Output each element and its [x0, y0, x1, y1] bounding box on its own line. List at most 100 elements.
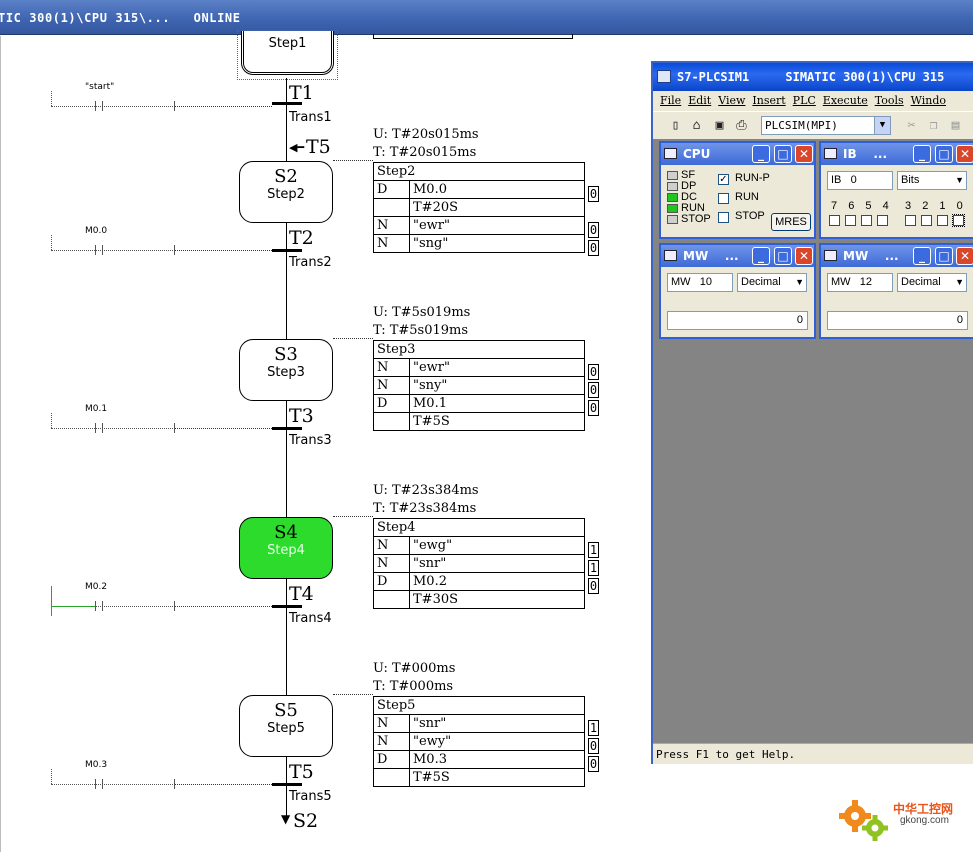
bit-label: 1: [939, 200, 950, 212]
step-s4[interactable]: S4 Step4: [239, 517, 333, 579]
ladder-contact-t3: M0.1: [51, 404, 175, 434]
bit-3-checkbox[interactable]: [905, 215, 916, 226]
ib-format-select[interactable]: Bits ▼: [897, 171, 967, 190]
step-s3[interactable]: S3 Step3: [239, 339, 333, 401]
menu-file[interactable]: File: [660, 94, 682, 107]
action-operand: T#5S: [409, 768, 585, 787]
plcsim-title: S7-PLCSIM1 SIMATIC 300(1)\CPU 315: [677, 70, 945, 84]
minimize-button[interactable]: _: [752, 247, 770, 265]
led-sf-label: SF: [681, 169, 696, 181]
menu-window[interactable]: Windo: [910, 94, 947, 107]
close-button[interactable]: ✕: [795, 145, 813, 163]
step-name: Step3: [267, 365, 305, 380]
logo-text-en: gkong.com: [900, 815, 949, 826]
access-node-select[interactable]: PLCSIM(MPI) ▼: [761, 116, 891, 135]
bit-6-checkbox[interactable]: [845, 215, 856, 226]
maximize-button[interactable]: □: [935, 145, 953, 163]
bit-0-checkbox[interactable]: [952, 214, 965, 227]
minimize-button[interactable]: _: [913, 247, 931, 265]
maximize-button[interactable]: □: [774, 145, 792, 163]
mw10-subwindow-title-bar[interactable]: MW ... _ □ ✕: [661, 245, 814, 267]
transition-bar-t1[interactable]: [272, 102, 302, 105]
transition-name-t5: Trans5: [289, 789, 332, 804]
maximize-button[interactable]: □: [774, 247, 792, 265]
cpu-subwindow-title-bar[interactable]: CPU _ □ ✕: [661, 143, 814, 165]
sfc-graph-canvas[interactable]: Step1 T1 Trans1 "start" T5 ◀━ S2 Step2 U…: [0, 30, 652, 852]
action-operand: "ewr": [409, 358, 585, 377]
close-button[interactable]: ✕: [956, 247, 973, 265]
cut-icon[interactable]: ✂: [907, 118, 916, 133]
action-qualifier: [373, 412, 410, 431]
step-s5[interactable]: S5 Step5: [239, 695, 333, 757]
mode-run-checkbox[interactable]: [718, 193, 729, 204]
plcsim-menu-bar: File Edit View Insert PLC Execute Tools Windo: [653, 91, 973, 111]
open-folder-icon[interactable]: ⌂: [692, 118, 701, 133]
ib-subwindow-title-bar[interactable]: IB ... _ □ ✕: [821, 143, 973, 165]
link-t2: [175, 250, 272, 251]
action-operand: M0.3: [409, 750, 585, 769]
save-icon[interactable]: ▣: [715, 118, 724, 133]
menu-plc[interactable]: PLC: [792, 94, 816, 107]
mw12-subwindow-title: MW ...: [843, 249, 899, 263]
plcsim-window[interactable]: S7-PLCSIM1 SIMATIC 300(1)\CPU 315 File Ed…: [651, 61, 973, 764]
transition-bar-t4[interactable]: [272, 605, 302, 608]
mw12-address-field[interactable]: MW 12: [827, 273, 893, 292]
transition-bar-t2[interactable]: [272, 249, 302, 252]
close-button[interactable]: ✕: [795, 247, 813, 265]
mw10-value-field[interactable]: 0: [667, 311, 808, 330]
paste-icon[interactable]: ▤: [951, 118, 960, 133]
bit-4-checkbox[interactable]: [877, 215, 888, 226]
ib-address-field[interactable]: IB 0: [827, 171, 893, 190]
close-button[interactable]: ✕: [956, 145, 973, 163]
mw12-format-select[interactable]: Decimal ▼: [897, 273, 967, 292]
menu-view[interactable]: View: [718, 94, 746, 107]
cpu-subwindow[interactable]: CPU _ □ ✕ SF DP DC RUN STOP ✓ RUN-P RUN …: [659, 141, 816, 239]
action-table-title: Step3: [373, 340, 585, 359]
new-file-icon[interactable]: ▯: [671, 118, 680, 133]
menu-edit[interactable]: Edit: [688, 94, 712, 107]
step-name: Step5: [267, 721, 305, 736]
mw10-address-field[interactable]: MW 10: [667, 273, 733, 292]
status-text: Press F1 to get Help.: [656, 748, 796, 761]
mw12-value-field[interactable]: 0: [827, 311, 968, 330]
maximize-button[interactable]: □: [935, 247, 953, 265]
plcsim-title-bar[interactable]: S7-PLCSIM1 SIMATIC 300(1)\CPU 315: [653, 63, 973, 91]
menu-insert[interactable]: Insert: [752, 94, 786, 107]
transition-label-t3: T3: [289, 405, 314, 427]
transition-bar-t5[interactable]: [272, 783, 302, 786]
chevron-down-icon: ▼: [874, 117, 890, 134]
plcsim-status-bar: Press F1 to get Help.: [653, 743, 973, 764]
bit-5-checkbox[interactable]: [861, 215, 872, 226]
mode-stop-checkbox[interactable]: [718, 212, 729, 223]
menu-execute[interactable]: Execute: [822, 94, 868, 107]
mw12-subwindow[interactable]: MW ... _ □ ✕ MW 12 Decimal ▼ 0: [819, 243, 973, 339]
transition-bar-t3[interactable]: [272, 427, 302, 430]
initial-step[interactable]: Step1: [237, 30, 338, 80]
time-t: T: T#20s015ms: [373, 145, 477, 160]
bit-1-checkbox[interactable]: [937, 215, 948, 226]
action-value: 0: [588, 738, 599, 754]
copy-icon[interactable]: ❐: [929, 118, 938, 133]
table-icon: [664, 250, 677, 261]
step-s2[interactable]: S2 Step2: [239, 161, 333, 223]
minimize-button[interactable]: _: [752, 145, 770, 163]
mres-button[interactable]: MRES: [771, 213, 811, 231]
ib-subwindow[interactable]: IB ... _ □ ✕ IB 0 Bits ▼ 7 6 5 4 3 2 1 0: [819, 141, 973, 239]
bit-7-checkbox[interactable]: [829, 215, 840, 226]
menu-tools[interactable]: Tools: [874, 94, 904, 107]
mw10-subwindow[interactable]: MW ... _ □ ✕ MW 10 Decimal ▼ 0: [659, 243, 816, 339]
contact-label: "start": [85, 82, 115, 92]
bit-2-checkbox[interactable]: [921, 215, 932, 226]
mode-run-p-checkbox[interactable]: ✓: [718, 174, 729, 185]
print-icon[interactable]: ⎙: [736, 118, 747, 133]
led-dp-label: DP: [681, 180, 697, 192]
led-run: [667, 204, 678, 213]
minimize-button[interactable]: _: [913, 145, 931, 163]
mw10-format-select[interactable]: Decimal ▼: [737, 273, 807, 292]
mw12-subwindow-title-bar[interactable]: MW ... _ □ ✕: [821, 245, 973, 267]
step-s5-link: [333, 694, 373, 695]
